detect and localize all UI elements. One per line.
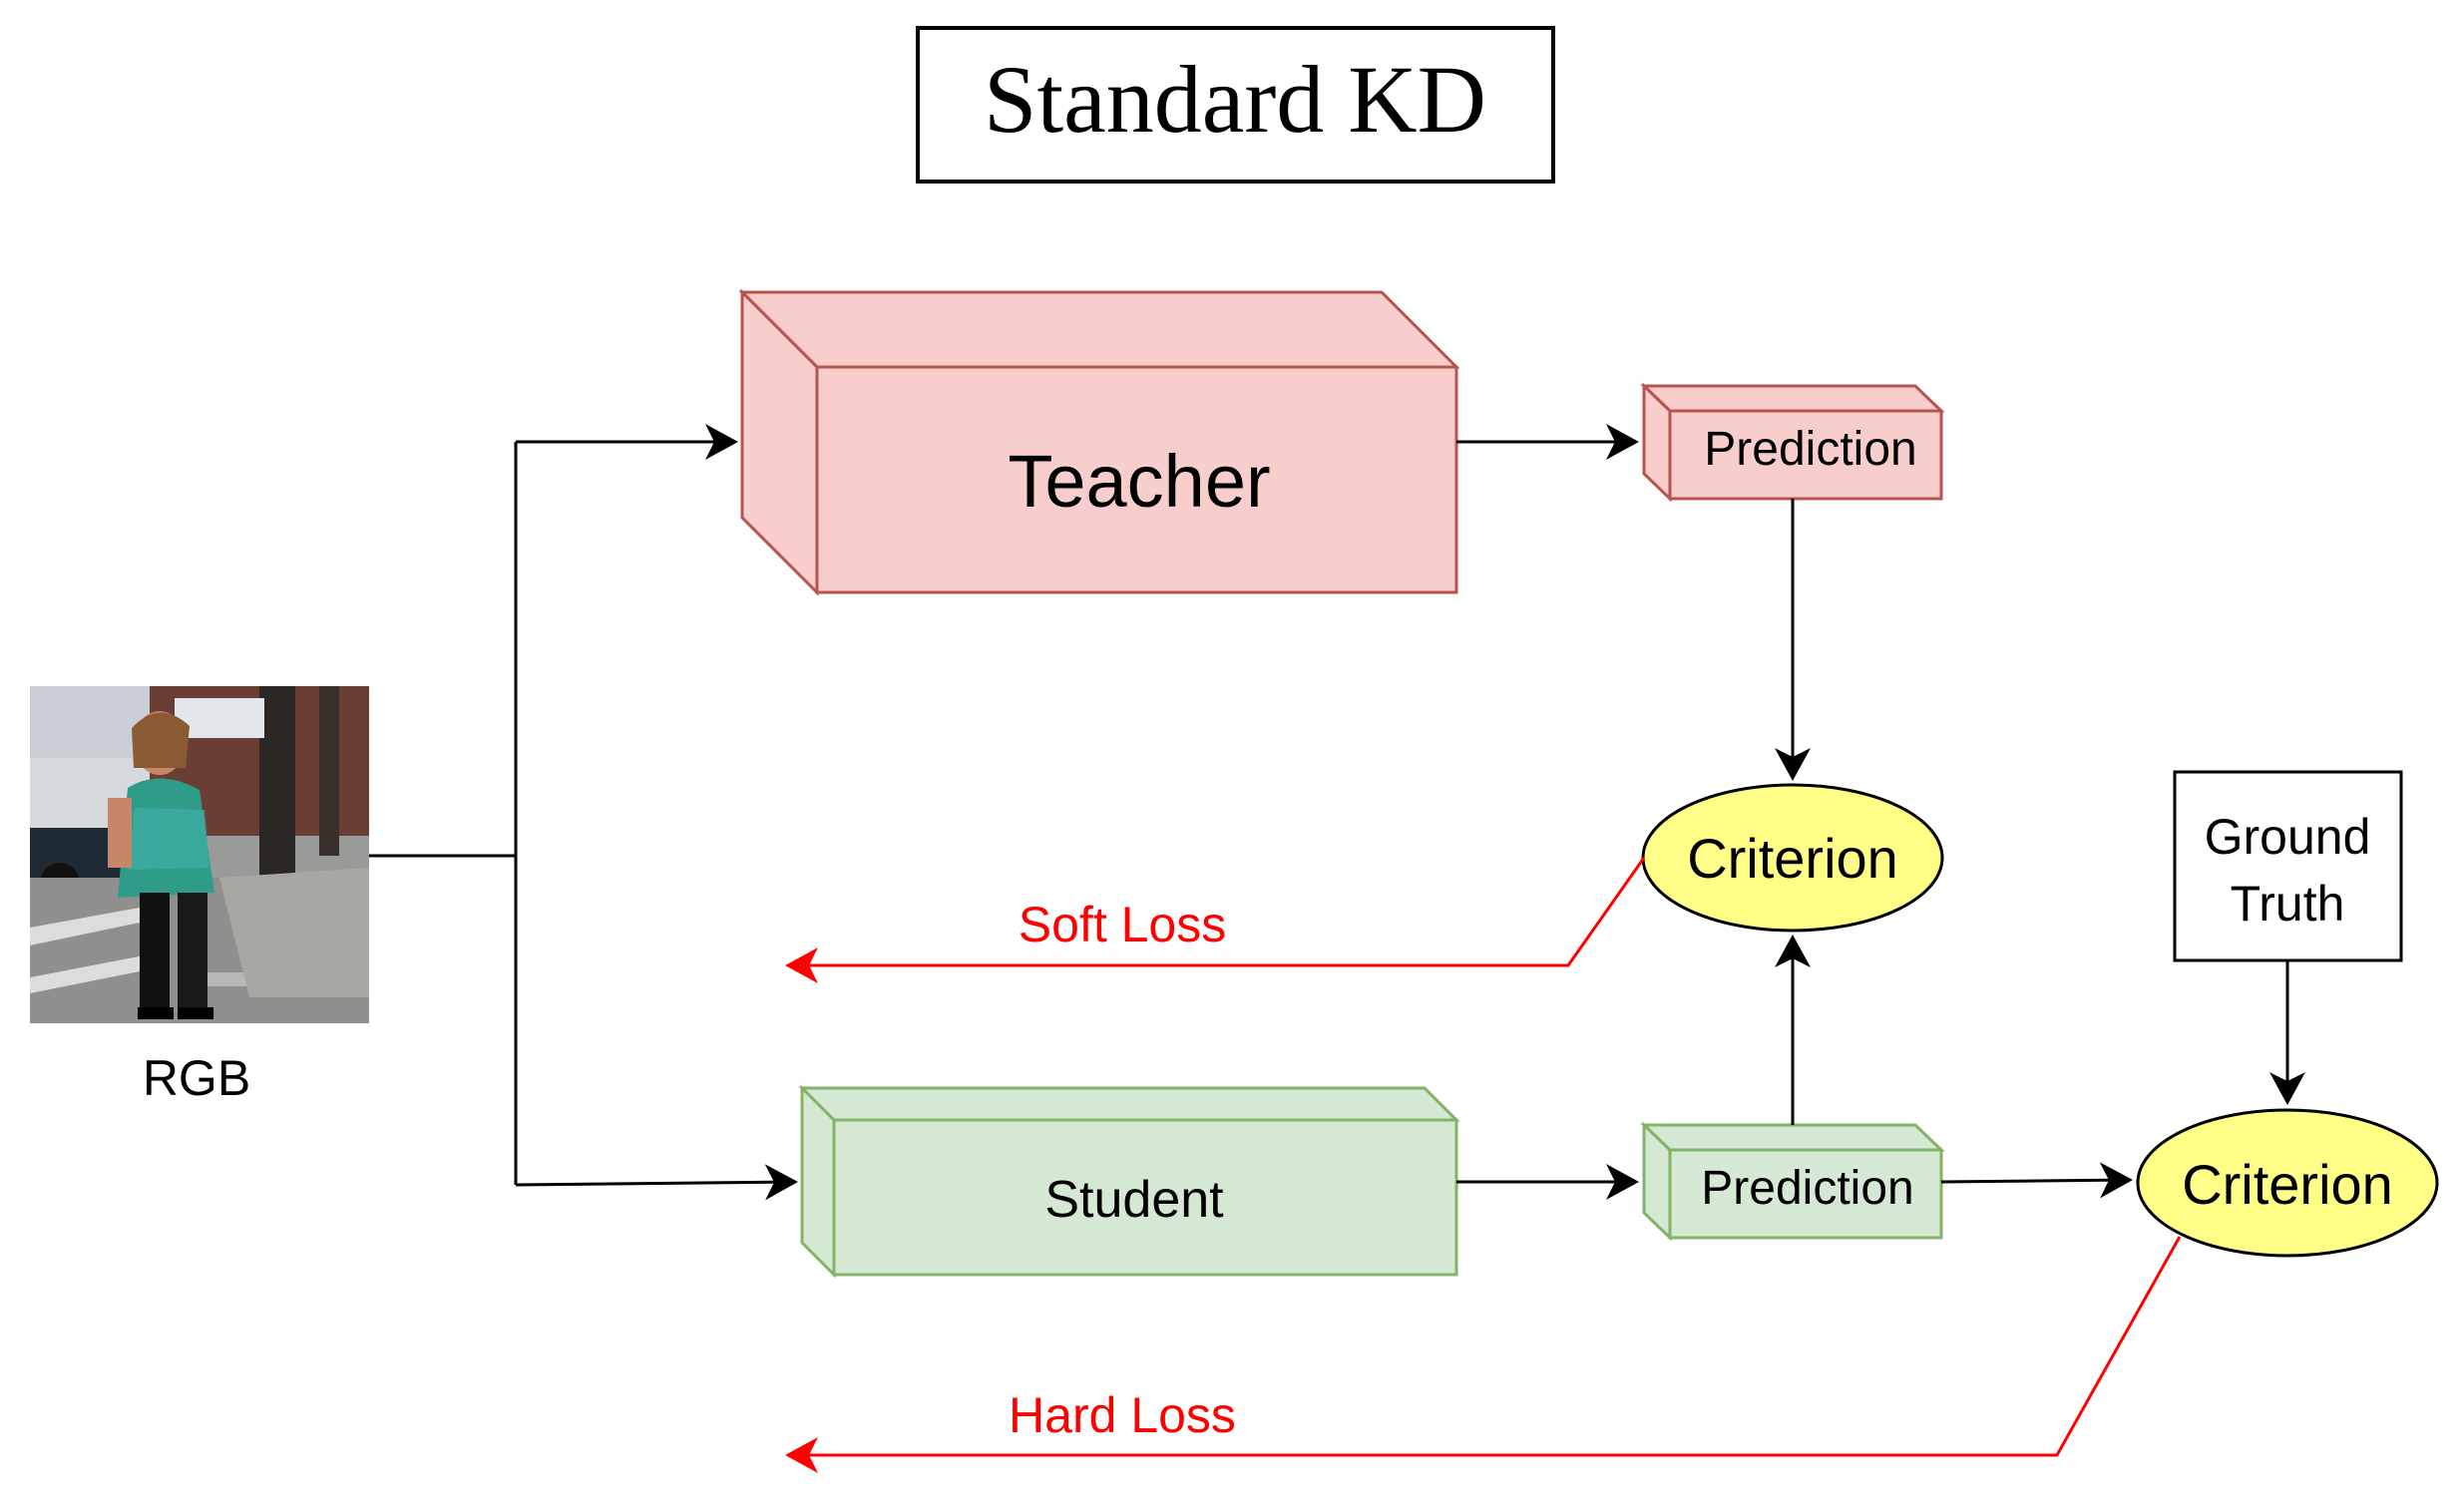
student-block: Student	[798, 1084, 1460, 1279]
title-box: Standard KD	[916, 26, 1555, 184]
student-prediction-block: Prediction	[1640, 1121, 1945, 1242]
rgb-input-image	[30, 686, 369, 1023]
criterion-bottom-label: Criterion	[2182, 1153, 2393, 1216]
student-prediction-label: Prediction	[1701, 1162, 1913, 1215]
ground-truth-box: Ground Truth	[2173, 770, 2403, 962]
teacher-prediction-label: Prediction	[1704, 423, 1916, 476]
soft-loss-label: Soft Loss	[1019, 897, 1226, 952]
input-connectors	[369, 424, 798, 1201]
criterion-top-label: Criterion	[1687, 827, 1898, 890]
flow-arrows	[1456, 424, 2305, 1200]
teacher-block: Teacher	[738, 288, 1460, 596]
criterion-bottom: Criterion	[2136, 1108, 2439, 1258]
student-label: Student	[1044, 1171, 1224, 1229]
hard-loss-label: Hard Loss	[1009, 1387, 1236, 1443]
ground-truth-line2: Truth	[2231, 876, 2345, 932]
teacher-label: Teacher	[1008, 440, 1270, 523]
loss-arrows	[785, 857, 2182, 1473]
ground-truth-line1: Ground	[2205, 809, 2371, 865]
diagram-title: Standard KD	[984, 46, 1486, 153]
criterion-top: Criterion	[1641, 783, 1944, 933]
teacher-prediction-block: Prediction	[1640, 382, 1945, 503]
rgb-label: RGB	[143, 1050, 250, 1106]
